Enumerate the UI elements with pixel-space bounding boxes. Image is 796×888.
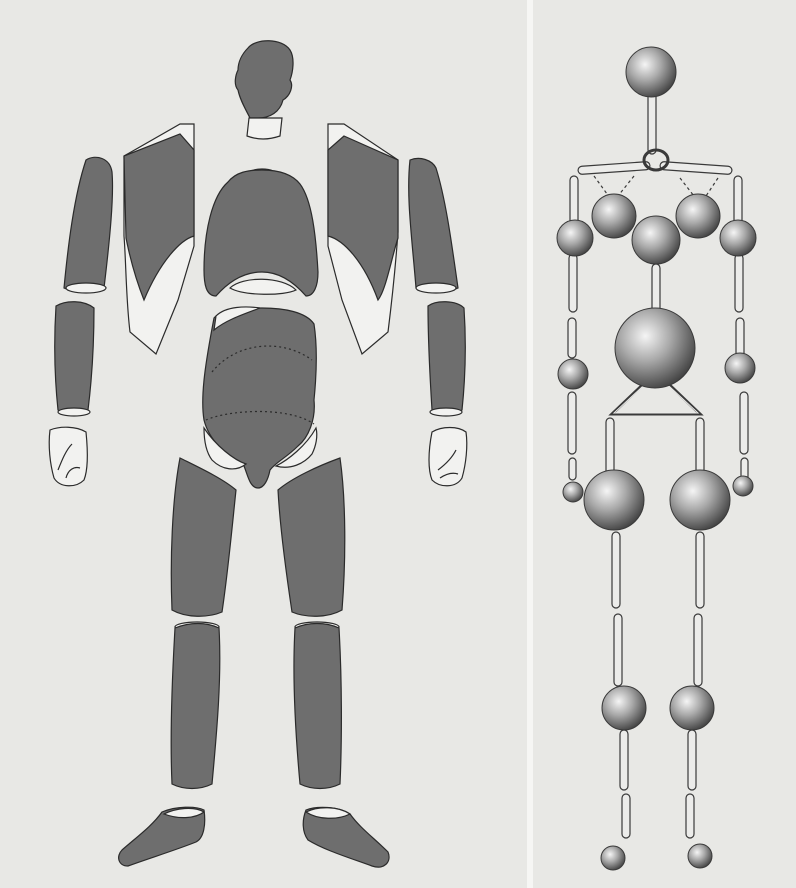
joint-clavicle-left xyxy=(592,194,636,238)
hand-right-segment xyxy=(429,428,467,486)
thigh-rod-right-b xyxy=(694,614,702,686)
upper-arm-rod-left-b xyxy=(569,254,577,312)
shin-left-segment xyxy=(171,624,220,789)
thigh-rod-left-b xyxy=(614,614,622,686)
joint-knee-right xyxy=(670,686,714,730)
joint-ankle-right xyxy=(688,844,712,868)
joint-clavicle-right xyxy=(676,194,720,238)
joint-hip-left xyxy=(584,470,644,530)
thigh-rod-left-a xyxy=(612,532,620,608)
joint-ankle-left xyxy=(601,846,625,870)
upper-arm-right-cut xyxy=(416,283,456,293)
forearm-right-segment xyxy=(428,302,465,415)
upper-arm-rod-left-a xyxy=(570,176,578,226)
wrist-rod-left xyxy=(569,458,576,480)
forearm-left-cut xyxy=(58,408,90,416)
elbow-rod-right xyxy=(736,318,744,358)
forearm-rod-right xyxy=(740,392,748,454)
shin-rod-right-a xyxy=(688,730,696,790)
joint-knee-left xyxy=(602,686,646,730)
forearm-rod-left xyxy=(568,392,576,454)
shin-right-segment xyxy=(294,624,341,789)
neck-segment xyxy=(247,118,282,139)
upper-arm-rod-right-b xyxy=(735,254,743,312)
joint-neck-base xyxy=(632,216,680,264)
joint-wrist-right xyxy=(733,476,753,496)
neck-rod xyxy=(648,90,656,154)
forearm-left-segment xyxy=(55,302,94,415)
upper-arm-rod-right-a xyxy=(734,176,742,226)
joint-pelvis-center xyxy=(615,308,695,388)
elbow-rod-left xyxy=(568,318,576,358)
joint-wrist-left xyxy=(563,482,583,502)
joint-shoulder-left xyxy=(557,220,593,256)
joint-shoulder-right xyxy=(720,220,756,256)
forearm-right-cut xyxy=(430,408,462,416)
shin-rod-left-a xyxy=(620,730,628,790)
thigh-rod-right-a xyxy=(696,532,704,608)
shin-rod-right-b xyxy=(686,794,694,838)
joint-elbow-left xyxy=(558,359,588,389)
shin-rod-left-b xyxy=(622,794,630,838)
joint-elbow-right xyxy=(725,353,755,383)
spine-rod xyxy=(652,264,660,314)
joint-hip-right xyxy=(670,470,730,530)
upper-arm-left-cut xyxy=(66,283,106,293)
joint-head xyxy=(626,47,676,97)
hand-left-segment xyxy=(49,427,87,486)
